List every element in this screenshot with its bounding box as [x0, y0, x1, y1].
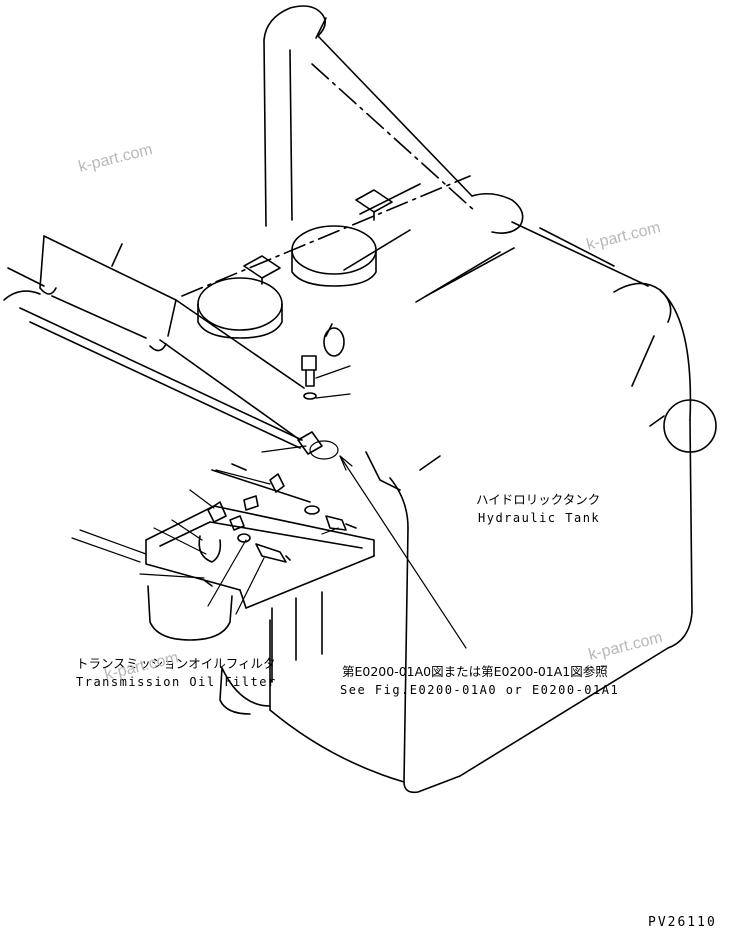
plug-fitting — [323, 323, 345, 357]
filter-bracket — [145, 463, 375, 609]
tank-label-jp: ハイドロリックタンク — [476, 492, 600, 507]
tank-label-en: Hydraulic Tank — [478, 511, 600, 525]
oil-filter-element — [147, 585, 323, 683]
watermark: k-part.com — [585, 219, 662, 254]
filler-cap-right — [291, 189, 393, 287]
clamp-fitting — [198, 431, 357, 587]
watermark: k-part.com — [77, 141, 154, 176]
frame-rail — [3, 235, 305, 449]
leader-lines — [71, 365, 467, 649]
reference-label-en: See Fig.E0200-01A0 or E0200-01A1 — [340, 683, 619, 697]
reference-label-jp: 第E0200-01A0図または第E0200-01A1図参照 — [342, 664, 608, 679]
filter-label-jp: トランスミッションオイルフィルタ — [76, 656, 276, 671]
drawing-code: PV26110 — [648, 915, 717, 930]
watermark: k-part.com — [587, 629, 664, 664]
mount-bolt — [301, 355, 317, 400]
hydraulic-tank — [181, 5, 717, 794]
filter-label-en: Transmission Oil Filter — [76, 675, 277, 689]
filler-cap-left — [197, 255, 283, 339]
